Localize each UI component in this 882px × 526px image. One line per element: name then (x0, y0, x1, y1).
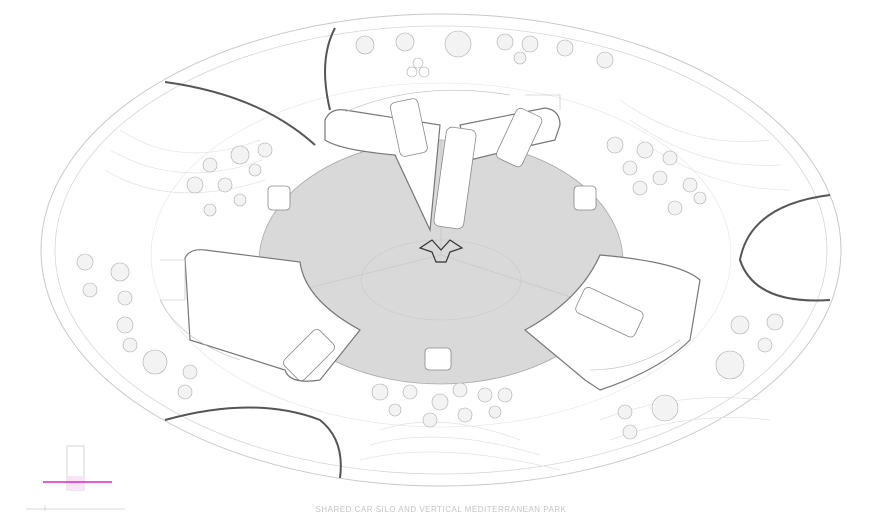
central-turntable (418, 239, 464, 263)
stair-ramps (159, 89, 681, 371)
curved-retaining-walls (164, 27, 831, 479)
drawing-caption: SHARED CAR SILO AND VERTICAL MEDITERRANE… (315, 505, 567, 514)
trees (76, 30, 784, 440)
section-marker (43, 445, 112, 491)
cars (267, 98, 644, 381)
outer-ring (40, 13, 842, 487)
scale-bar (26, 505, 125, 511)
